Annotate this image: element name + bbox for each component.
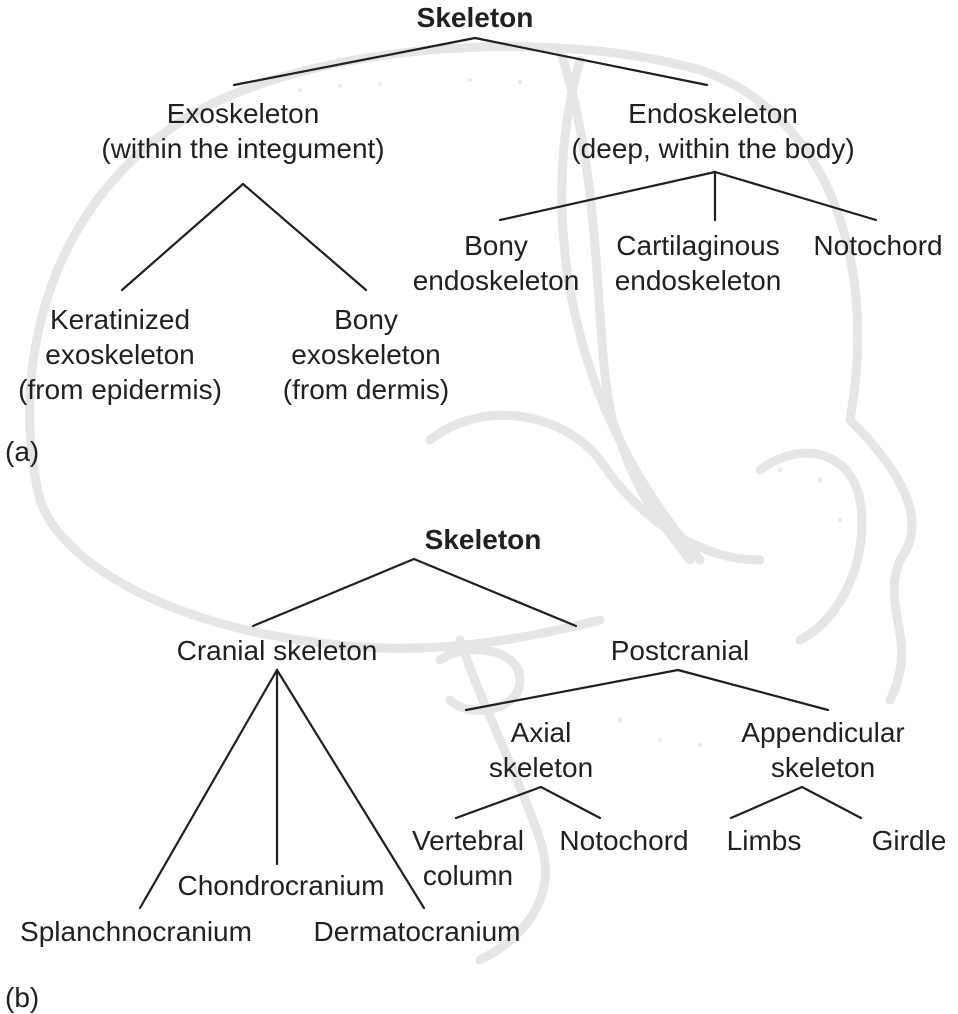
edge-cranial-splanchnocranium [138, 668, 279, 910]
node-limbs: Limbs [726, 825, 802, 856]
node-skeleton-a: Skeleton [416, 2, 534, 33]
node-exoskeleton-subtitle: (within the integument) [101, 133, 385, 164]
node-bony-endoskeleton-line2: endoskeleton [412, 265, 580, 296]
node-bony-endoskeleton: Bony endoskeleton [413, 228, 580, 298]
node-bony-exo-line1: Bony [334, 304, 398, 335]
node-vertebral-line2: column [422, 860, 514, 891]
edge-postcranial-axial [464, 668, 680, 712]
edge-cranial-dermatocranium [275, 668, 426, 910]
node-appendicular-line2: skeleton [770, 752, 876, 783]
node-bony-endoskeleton-line1: Bony [464, 230, 528, 261]
node-bony-exoskeleton: Bony exoskeleton (from dermis) [283, 302, 449, 407]
edge-axial-vertebral [454, 785, 543, 820]
node-keratinized-line1: Keratinized [49, 304, 191, 335]
node-vertebral-line1: Vertebral [411, 825, 525, 856]
node-bony-exo-line3: (from dermis) [282, 374, 450, 405]
node-notochord-a: Notochord [813, 230, 943, 261]
node-cranial-skeleton: Cranial skeleton [176, 635, 378, 666]
node-exoskeleton-title: Exoskeleton [166, 98, 320, 129]
edge-endo-bony [498, 170, 717, 222]
panel-label-a: (a) [5, 436, 40, 467]
edge-skeleton-exoskeleton [232, 36, 477, 87]
edge-exo-keratinized [120, 182, 245, 292]
node-girdle: Girdle [871, 825, 947, 856]
node-vertebral-column: Vertebral column [412, 823, 524, 893]
panel-label-b: (b) [5, 982, 40, 1013]
node-exoskeleton: Exoskeleton (within the integument) [101, 96, 384, 166]
node-cartilaginous-line1: Cartilaginous [616, 230, 780, 261]
node-postcranial: Postcranial [610, 635, 750, 666]
edge-appendicular-limbs [729, 785, 804, 820]
node-axial-skeleton: Axial skeleton [489, 715, 593, 785]
node-bony-exo-line2: exoskeleton [291, 339, 441, 370]
edge-skeleton-endoskeleton [473, 36, 709, 87]
node-keratinized-line3: (from epidermis) [18, 374, 222, 405]
edge-skeleton-cranial [251, 557, 416, 628]
node-dermatocranium: Dermatocranium [313, 916, 521, 947]
node-appendicular-skeleton: Appendicular skeleton [741, 715, 904, 785]
node-endoskeleton-title: Endoskeleton [628, 98, 798, 129]
node-cartilaginous-endoskeleton: Cartilaginous endoskeleton [615, 228, 782, 298]
node-appendicular-line1: Appendicular [741, 717, 905, 748]
node-keratinized-line2: exoskeleton [45, 339, 195, 370]
node-splanchnocranium: Splanchnocranium [20, 916, 252, 947]
node-notochord-b: Notochord [559, 825, 689, 856]
node-endoskeleton-subtitle: (deep, within the body) [571, 133, 855, 164]
node-axial-line2: skeleton [488, 752, 594, 783]
node-skeleton-b: Skeleton [424, 524, 542, 555]
node-keratinized-exoskeleton: Keratinized exoskeleton (from epidermis) [18, 302, 222, 407]
edge-postcranial-appendicular [676, 668, 830, 712]
edge-endo-notochord [713, 170, 878, 222]
node-cartilaginous-line2: endoskeleton [614, 265, 782, 296]
edge-exo-bony [241, 182, 368, 292]
edge-axial-notochord [539, 785, 602, 820]
node-chondrocranium: Chondrocranium [177, 870, 385, 901]
node-axial-line1: Axial [510, 717, 572, 748]
edge-skeleton-postcranial [412, 557, 578, 628]
edge-appendicular-girdle [800, 785, 863, 820]
node-endoskeleton: Endoskeleton (deep, within the body) [571, 96, 854, 166]
